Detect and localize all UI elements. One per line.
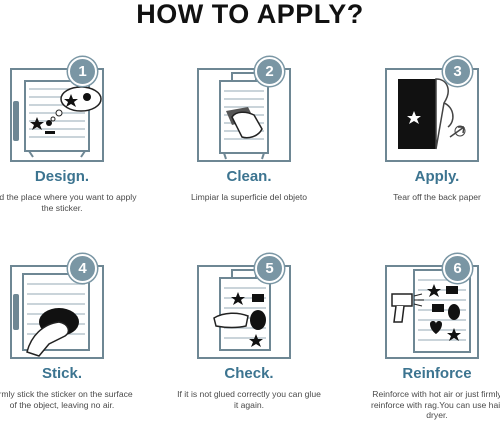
hair-dryer-icon: 6 [384, 254, 480, 360]
step-title: Stick. [41, 365, 83, 382]
step-title: Clean. [226, 168, 272, 185]
step-description: Reinforce with hot air or just firmly re… [370, 389, 500, 420]
step-title: Reinforce [402, 365, 472, 382]
suitcase-cleaning-hand-icon: 2 [196, 57, 292, 163]
peel-backing-paper-icon: 3 [384, 57, 480, 163]
step-description: Tear off the back paper [393, 192, 481, 202]
step-description: Limpiar la superficie del objeto [190, 192, 308, 202]
step-description: Find the place where you want to apply t… [0, 192, 137, 213]
page-title: HOW TO APPLY? [136, 0, 364, 29]
step-description: Firmly stick the sticker on the surface … [0, 389, 133, 410]
hand-pressing-sticker-icon: 4 [9, 254, 105, 360]
step-title: Apply. [414, 168, 460, 185]
step-description: If it is not glued correctly you can glu… [177, 389, 321, 410]
step-number-badge: 1 [68, 57, 97, 86]
step-number-badge: 4 [68, 254, 97, 283]
suitcase-thought-bubble-icon: 1 [9, 57, 105, 163]
step-title: Check. [224, 365, 274, 382]
step-number-badge: 5 [255, 254, 284, 283]
step-number-badge: 6 [443, 254, 472, 283]
step-number-badge: 3 [443, 57, 472, 86]
step-number-badge: 2 [255, 57, 284, 86]
step-title: Design. [34, 168, 90, 185]
suitcase-check-stickers-icon: 5 [196, 254, 292, 360]
